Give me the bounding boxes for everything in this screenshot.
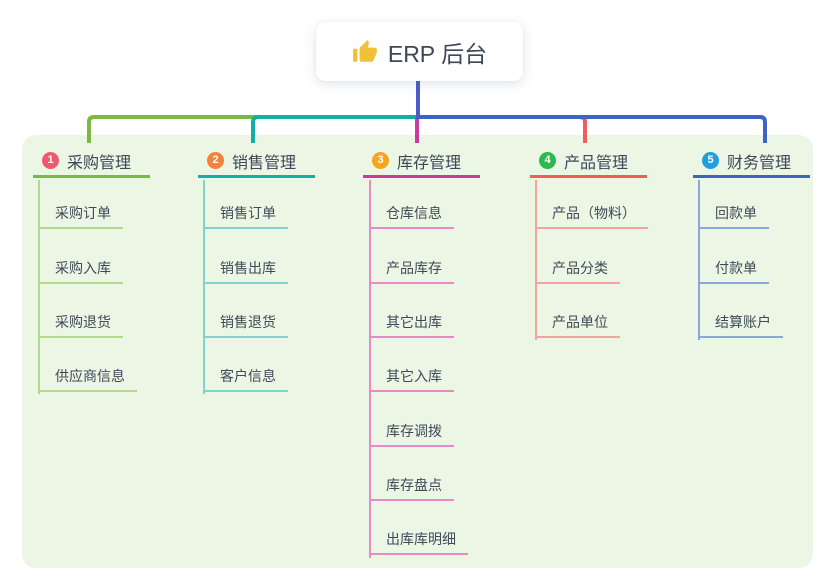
branch-label: 销售管理 (232, 154, 297, 172)
connector-branch-purchase (87, 115, 418, 143)
leaf-other-inbound[interactable]: 其它入库 (369, 368, 454, 392)
leaf-purchase-return[interactable]: 采购退货 (38, 314, 123, 338)
branch-number-badge: 3 (372, 152, 389, 169)
thumbs-up-icon (352, 39, 377, 62)
leaf-outbound-detail[interactable]: 出库库明细 (369, 531, 468, 555)
branch-header-purchase[interactable]: 1 采购管理 (33, 146, 150, 178)
leaf-purchase-order[interactable]: 采购订单 (38, 205, 123, 229)
leaf-settlement-account[interactable]: 结算账户 (698, 314, 783, 338)
leaf-stock-count[interactable]: 库存盘点 (369, 477, 454, 501)
leaf-product-category[interactable]: 产品分类 (535, 260, 620, 284)
leaf-sales-outbound[interactable]: 销售出库 (203, 260, 288, 284)
branch-header-finance[interactable]: 5 财务管理 (693, 146, 810, 178)
branch-label: 采购管理 (67, 154, 132, 172)
connector-branch-sales (251, 115, 418, 143)
leaf-other-outbound[interactable]: 其它出库 (369, 314, 454, 338)
branch-label: 产品管理 (564, 154, 629, 172)
branch-number-badge: 2 (207, 152, 224, 169)
branch-spine-line (698, 180, 700, 340)
leaf-sales-return[interactable]: 销售退货 (203, 314, 288, 338)
leaf-stock-transfer[interactable]: 库存调拨 (369, 423, 454, 447)
leaf-payment-order[interactable]: 付款单 (698, 260, 769, 284)
branch-number-badge: 4 (539, 152, 556, 169)
branches-panel (22, 135, 813, 568)
branch-spine-line (535, 180, 537, 340)
leaf-customer-info[interactable]: 客户信息 (203, 368, 288, 392)
branch-spine-line (38, 180, 40, 394)
leaf-product-stock[interactable]: 产品库存 (369, 260, 454, 284)
branch-number-badge: 5 (702, 152, 719, 169)
branch-number-badge: 1 (42, 152, 59, 169)
leaf-purchase-inbound[interactable]: 采购入库 (38, 260, 123, 284)
branch-label: 库存管理 (397, 154, 462, 172)
leaf-supplier-info[interactable]: 供应商信息 (38, 368, 137, 392)
branch-spine-line (203, 180, 205, 394)
branch-header-product[interactable]: 4 产品管理 (530, 146, 647, 178)
connector-branch-finance (418, 115, 767, 143)
leaf-receipt-order[interactable]: 回款单 (698, 205, 769, 229)
root-node-title: ERP 后台 (387, 40, 488, 67)
leaf-sales-order[interactable]: 销售订单 (203, 205, 288, 229)
leaf-product-material[interactable]: 产品（物料） (535, 205, 648, 229)
branch-header-sales[interactable]: 2 销售管理 (198, 146, 315, 178)
branch-label: 财务管理 (727, 154, 792, 172)
root-node[interactable]: ERP 后台 (316, 22, 523, 81)
leaf-warehouse-info[interactable]: 仓库信息 (369, 205, 454, 229)
connector-branch-product (418, 115, 587, 143)
branch-header-inventory[interactable]: 3 库存管理 (363, 146, 480, 178)
leaf-product-unit[interactable]: 产品单位 (535, 314, 620, 338)
branch-spine-line (369, 180, 371, 558)
